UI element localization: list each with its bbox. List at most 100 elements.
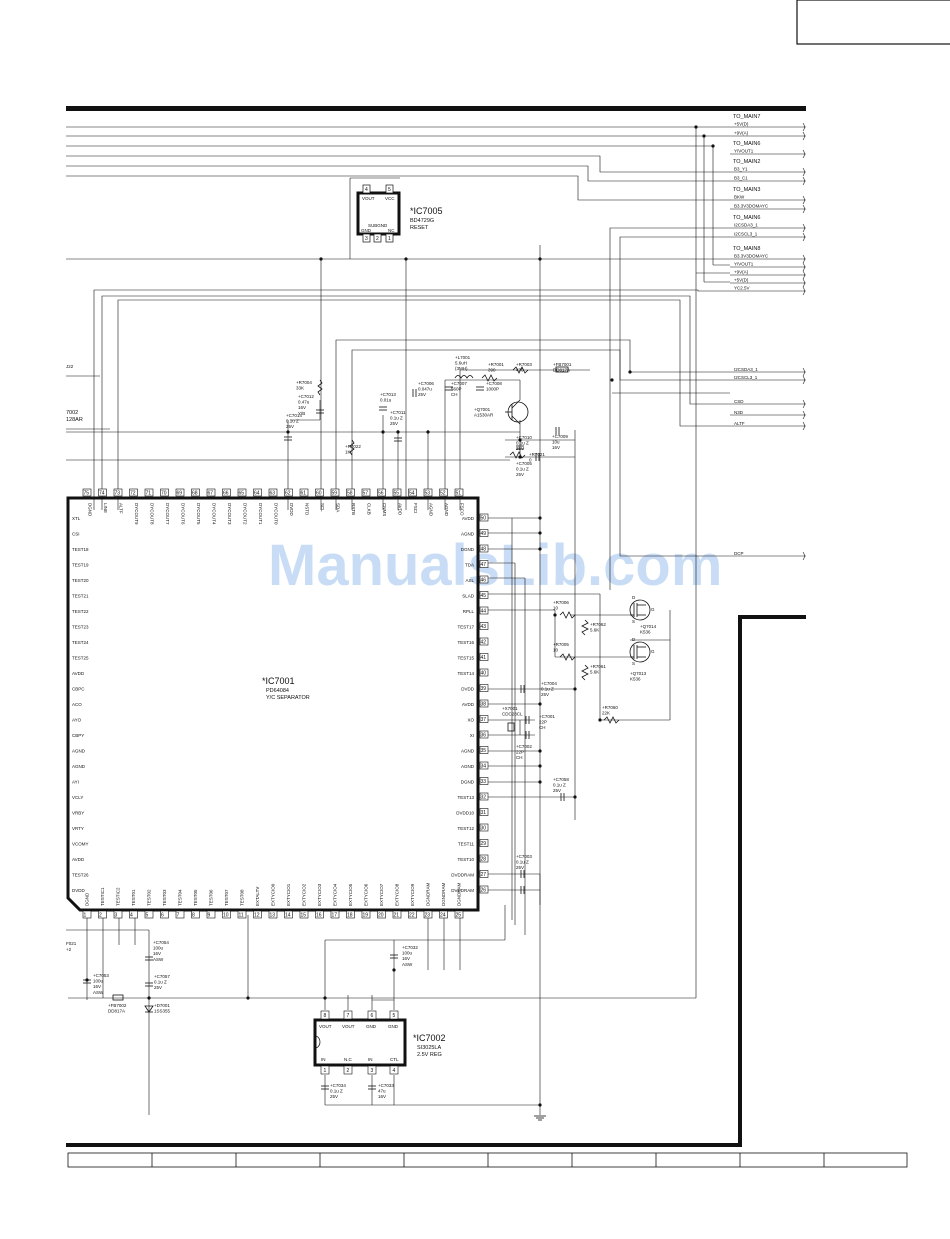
connector-block: TO_MAIN7+5V(D)+9V(A)TO_MAIN6Y/VOUT1TO_MA… xyxy=(730,114,806,296)
ic7005-function: RESET xyxy=(410,225,429,231)
ic7001-pin-label: VCOMY xyxy=(72,842,89,847)
connector-signal: B3.3V3DOMAYC xyxy=(734,204,769,209)
ic7001-pin-label: CSI xyxy=(72,532,80,537)
ic7001-pin xyxy=(113,488,123,497)
ic7001-pin-num: 12 xyxy=(254,913,260,919)
ic7001-pin-num: 17 xyxy=(332,913,338,919)
ic7001-pin-label: NSTD xyxy=(305,503,310,516)
ic7005-pin-label: NC xyxy=(388,228,395,233)
ic7001-pin-num: 11 xyxy=(239,913,244,919)
connector-title: TO_MAIN6 xyxy=(733,215,760,221)
ic7001-pin-label: DGND xyxy=(85,892,90,906)
ic7001-pin-label: XO xyxy=(467,718,474,723)
ic7001-pin-label: EXTYCIO5 xyxy=(348,883,353,906)
ic7001-pin-num: 40 xyxy=(481,671,487,677)
ic7001-pin-label: XTL xyxy=(72,516,81,521)
ic7001-pin-label: DYCOUT8 xyxy=(150,503,155,525)
ic7001-pin-num: 14 xyxy=(285,913,291,919)
ic7001-pin-label: AGND xyxy=(461,532,475,537)
ic7001-pin xyxy=(144,910,154,919)
ic7005-pin-label: SUBGND xyxy=(368,223,388,228)
ic7001-pin xyxy=(479,560,489,568)
ic7001-pin-label: TEST01 xyxy=(131,889,136,906)
ic7001-pin xyxy=(479,761,489,770)
ic7001-pin-label: DYCOUT3 xyxy=(227,503,232,525)
ic7001-pin-label: AGND xyxy=(444,503,449,517)
ic7001-pin-num: 6 xyxy=(161,913,164,919)
ic7001-pin-num: 23 xyxy=(425,913,431,919)
ic7001-pin-num: 8 xyxy=(192,913,195,919)
connector-bracket xyxy=(802,131,805,141)
ic7001-pin-label: EXTYCIO4 xyxy=(333,883,338,906)
ic7001-pin xyxy=(284,910,293,919)
ic7001-pin-num: 1 xyxy=(84,913,87,919)
ic7001-pin-label: TEST22 xyxy=(72,609,89,614)
ic7005-pin-label: VCC xyxy=(385,196,395,201)
ic7001-pin-label: DYCOUT0 xyxy=(274,503,279,525)
ic7005-pin-num: 4 xyxy=(365,187,368,193)
ic7001-pin-label: RPLL xyxy=(463,609,475,614)
svg-text:S: S xyxy=(632,619,635,624)
connector-title: TO_MAIN6 xyxy=(733,141,760,147)
ic7001-pin-label: TEST21 xyxy=(72,594,89,599)
svg-text:G: G xyxy=(651,649,655,654)
ic7001-pin-label: DYCOUT9 xyxy=(134,503,139,525)
ic7001-pin-num: 25 xyxy=(456,913,462,919)
connector-bracket xyxy=(802,278,805,288)
ic7001-pin-num: 16 xyxy=(316,913,322,919)
connector-signal: I2CSDA3_1 xyxy=(734,223,758,228)
page-frame xyxy=(66,0,950,1168)
ic7001-pin-label: TEST19 xyxy=(72,563,89,568)
ic7001-pin xyxy=(237,488,247,497)
connector-signal: B3_C1 xyxy=(734,176,748,181)
ic7001-pin-num: 5 xyxy=(146,913,149,919)
ic7001-pin xyxy=(330,910,340,919)
ic7005-pin-label: GND xyxy=(361,228,372,233)
ic7001-pin-label: EXTYCIO6 xyxy=(364,883,369,906)
ic7001-pin-label: VRTY xyxy=(72,826,84,831)
ic7001-pin-label: ACO xyxy=(72,702,82,707)
ic7001-pin-label: EXTYCIO7 xyxy=(379,883,384,906)
connector-bracket xyxy=(802,122,805,132)
ic7001-pin xyxy=(361,488,371,497)
ic7001-pin-label: TESTIC2 xyxy=(116,887,121,906)
ic7001-pin-num: 15 xyxy=(301,913,307,919)
connector-title: TO_MAIN3 xyxy=(733,187,760,193)
ic7001-pin-num: 33 xyxy=(481,779,487,785)
ic7001-pin xyxy=(479,637,489,646)
ic7001-pin-label: SDA xyxy=(336,503,341,512)
ic7001-pin-label: AGND xyxy=(461,764,475,769)
ic7002-pin-num: 3 xyxy=(371,1068,374,1074)
ic7001-pin-num: 10 xyxy=(223,913,229,919)
ic7001-pin xyxy=(423,488,433,497)
ic7001-pin-label: TEST12 xyxy=(457,826,474,831)
ic7001-pin xyxy=(479,792,489,801)
ic7001-pin xyxy=(479,699,489,708)
ic7001-pin xyxy=(253,488,262,497)
ic7001-pin-label: DGNDRAM xyxy=(457,882,462,906)
ic7001-pin xyxy=(144,488,154,497)
connector-signal: B3.3V3DOMAYC xyxy=(734,254,769,259)
ic7001-pin-num: 38 xyxy=(481,702,487,708)
ic7001-pin-num: 9 xyxy=(208,913,211,919)
ic7001-pin-label: TEST14 xyxy=(457,671,474,676)
ic7001-pin-num: 45 xyxy=(481,593,487,599)
transistor-q7001 xyxy=(505,399,529,425)
ic7001-pin-label: TEST23 xyxy=(72,625,89,630)
ic7001-pin-num: 65 xyxy=(239,491,245,497)
